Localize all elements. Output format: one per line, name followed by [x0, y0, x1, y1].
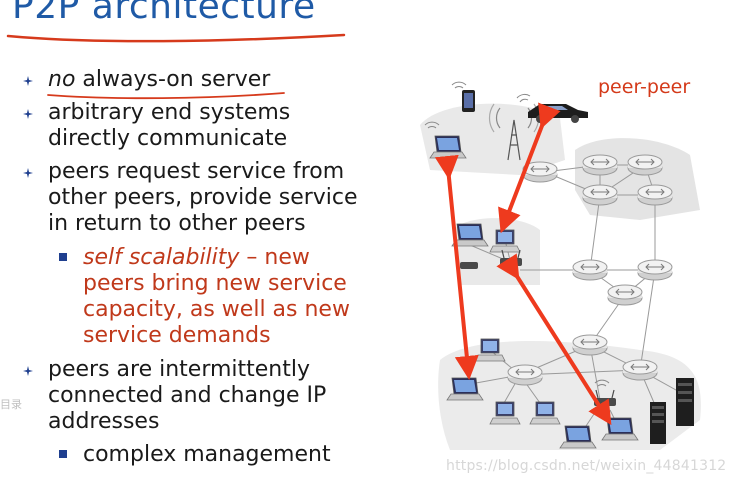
- wireless-router-icon: [460, 262, 478, 269]
- subbullet-complex-management: complex management: [59, 442, 331, 468]
- peer-peer-label: peer-peer: [598, 76, 691, 98]
- router-icon: [582, 184, 618, 206]
- sub-line: peers bring new service: [83, 271, 347, 296]
- sub-rest: – new: [239, 245, 310, 270]
- wifi-signal-icon: [424, 121, 440, 129]
- italic-self-scalability: self scalability: [83, 245, 240, 270]
- server-icon: [676, 378, 694, 426]
- bullet-line: peers are intermittently: [48, 357, 311, 382]
- bullet-line: in return to other peers: [48, 211, 306, 236]
- bullet-line: no always-on server: [48, 67, 368, 93]
- sub-line: service demands: [83, 323, 271, 348]
- arrow-car-to-desktop: [498, 102, 561, 234]
- title-underline: [6, 33, 346, 43]
- subbullet-self-scalability: self scalability – new peers bring new s…: [59, 245, 350, 349]
- bullet-diamond-icon: [23, 109, 33, 119]
- bullet-line: arbitrary end systems: [48, 100, 291, 125]
- sub-line: complex management: [83, 442, 331, 467]
- wifi-signal-icon: [451, 81, 467, 89]
- sub-bullet-square-icon: [59, 450, 67, 458]
- bullet-line: other peers, provide service: [48, 185, 358, 210]
- arrow-desktop-to-laptop: [496, 253, 612, 426]
- bullet-diamond-icon: [23, 76, 33, 86]
- bullet-diamond-icon: [23, 168, 33, 178]
- bullet-request-service: peers request service from other peers, …: [23, 159, 368, 237]
- router-icon: [637, 259, 673, 281]
- router-icon: [607, 284, 643, 306]
- arrow-laptop-to-bottom-peer: [434, 154, 479, 380]
- router-icon: [572, 334, 608, 356]
- bullet-no-server: no always-on server: [23, 67, 368, 100]
- phone-icon: [462, 90, 475, 112]
- bullet-end-systems: arbitrary end systems directly communica…: [23, 100, 368, 152]
- bullet-line: addresses: [48, 409, 160, 434]
- router-icon: [637, 184, 673, 206]
- server-icon: [650, 402, 666, 444]
- router-icon: [622, 359, 658, 381]
- router-icon: [572, 259, 608, 281]
- watermark: https://blog.csdn.net/weixin_44841312: [446, 458, 727, 474]
- italic-no: no: [48, 67, 76, 92]
- router-icon: [582, 154, 618, 176]
- bullet-rest: always-on server: [75, 67, 271, 92]
- side-text: 目录: [0, 398, 22, 411]
- peer-arrows: [434, 102, 612, 426]
- sub-line: self scalability – new: [83, 245, 350, 271]
- bullet-intermittent: peers are intermittently connected and c…: [23, 357, 368, 435]
- sub-bullet-square-icon: [59, 253, 67, 261]
- bullet-diamond-icon: [23, 366, 33, 376]
- router-icon: [627, 154, 663, 176]
- bullet-line: directly communicate: [48, 126, 288, 151]
- bullet-line: connected and change IP: [48, 383, 327, 408]
- bullet-line: peers request service from: [48, 159, 345, 184]
- no-server-underline: [47, 92, 285, 100]
- wifi-signal-icon: [516, 93, 531, 103]
- router-icon: [507, 364, 543, 386]
- isp-cloud-right: [575, 138, 700, 220]
- slide-title: P2P architecture: [12, 0, 316, 27]
- sub-line: capacity, as well as new: [83, 297, 350, 322]
